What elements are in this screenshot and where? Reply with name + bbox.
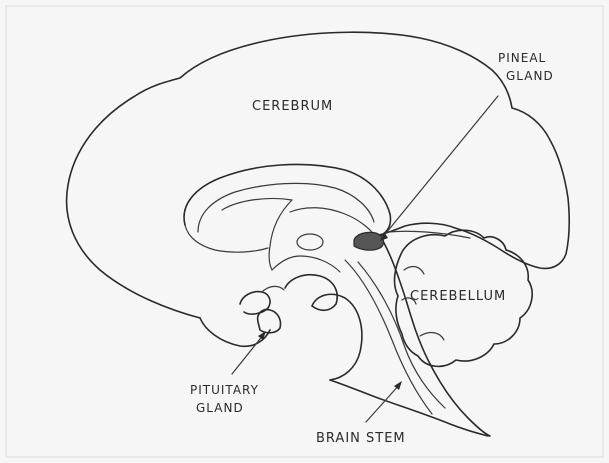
pineal-gland-label-line2: GLAND bbox=[506, 69, 554, 83]
cerebellum-label: CEREBELLUM bbox=[410, 289, 506, 304]
pineal-gland-label-line1: PINEAL bbox=[498, 51, 546, 65]
brain-stem-label: BRAIN STEM bbox=[316, 431, 406, 446]
pineal-gland bbox=[354, 232, 383, 250]
pituitary-gland-label-line2: GLAND bbox=[196, 401, 244, 415]
cerebrum-label: CEREBRUM bbox=[252, 99, 333, 114]
pituitary-gland-label-line1: PITUITARY bbox=[190, 383, 259, 397]
